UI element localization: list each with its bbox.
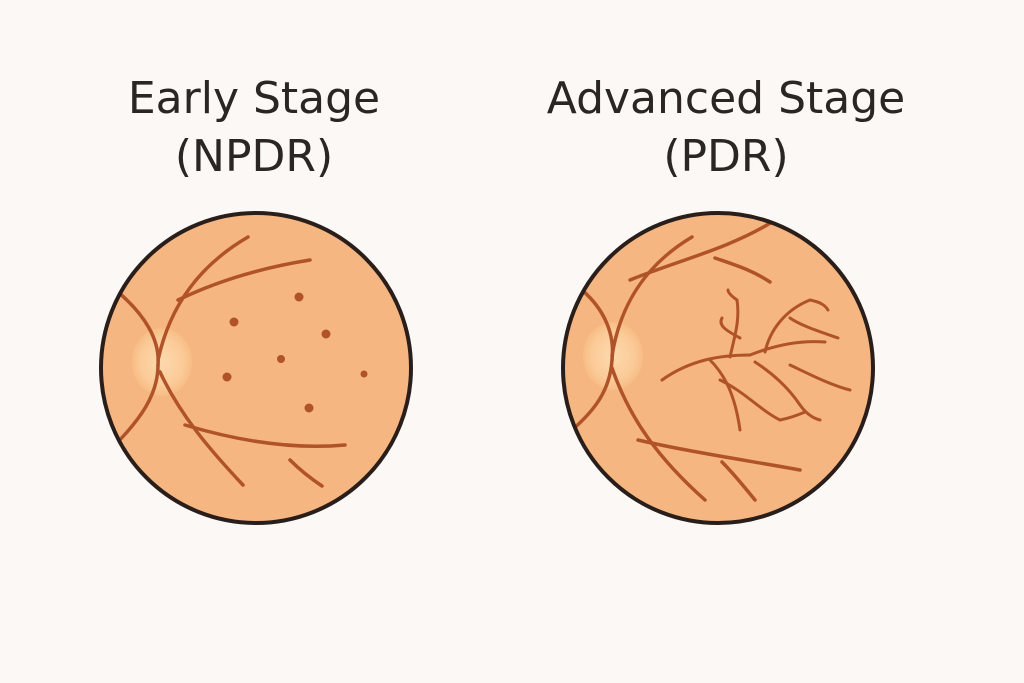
advanced-stage-title-line2: (PDR) — [663, 131, 789, 182]
advanced-stage-title: Advanced Stage (PDR) — [516, 70, 936, 186]
early-microaneurysms — [222, 292, 368, 413]
advanced-stage-title-line1: Advanced Stage — [546, 73, 906, 124]
early-retina-outline — [99, 211, 413, 525]
early-stage-title: Early Stage (NPDR) — [44, 70, 464, 186]
early-stage-title-line2: (NPDR) — [174, 131, 334, 182]
advanced-stage-retina — [561, 211, 875, 525]
advanced-retina-outline — [561, 211, 875, 525]
early-stage-retina — [99, 211, 413, 525]
neovascularization — [660, 288, 852, 432]
early-stage-title-line1: Early Stage — [127, 73, 381, 124]
early-optic-disc — [132, 328, 192, 396]
advanced-blood-vessels — [570, 220, 802, 502]
